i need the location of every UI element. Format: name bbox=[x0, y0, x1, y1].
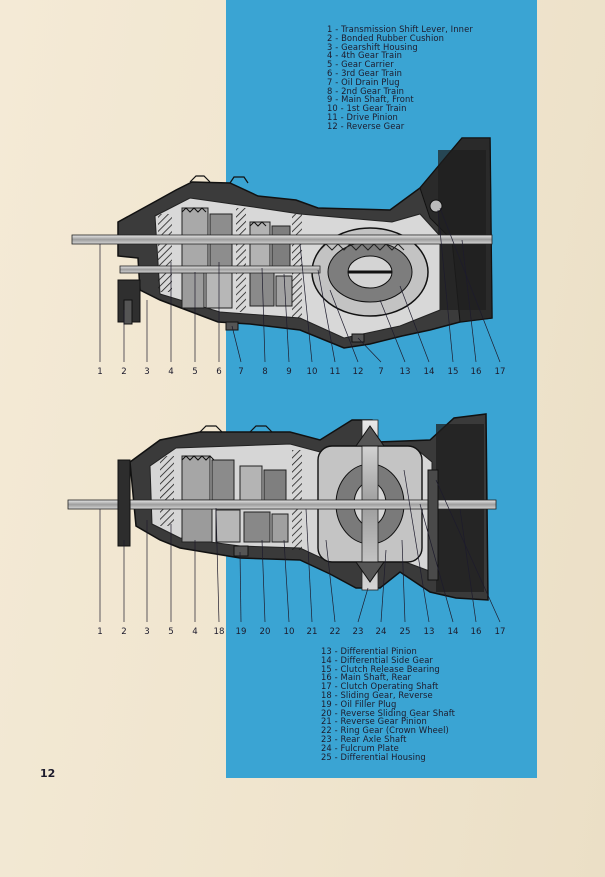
callout-number: 10 bbox=[306, 367, 318, 377]
legend-item: 5 - Gear Carrier bbox=[327, 59, 394, 70]
callout-number: 5 bbox=[168, 627, 174, 637]
callout-number: 13 bbox=[399, 367, 411, 377]
legend-item: 6 - 3rd Gear Train bbox=[327, 67, 403, 78]
callout-number: 8 bbox=[262, 367, 268, 377]
legend-item: 11 - Drive Pinion bbox=[327, 111, 398, 122]
bottom-gear-stacks bbox=[181, 455, 289, 543]
callout-number: 6 bbox=[216, 367, 222, 377]
top-pinion-shaft bbox=[119, 265, 321, 274]
callout-number: 14 bbox=[447, 627, 459, 637]
legend-item: 19 - Oil Filler Plug bbox=[321, 698, 397, 709]
legend-top: 1 - Transmission Shift Lever, Inner 2 - … bbox=[327, 25, 473, 131]
legend-item: 23 - Rear Axle Shaft bbox=[321, 733, 407, 744]
legend-item: 18 - Sliding Gear, Reverse bbox=[321, 689, 433, 700]
callout-number: 20 bbox=[259, 627, 271, 637]
legend-item: 22 - Ring Gear (Crown Wheel) bbox=[321, 725, 449, 736]
legend-item: 1 - Transmission Shift Lever, Inner bbox=[327, 24, 473, 34]
legend-item: 20 - Reverse Sliding Gear Shaft bbox=[321, 707, 456, 718]
callout-number: 23 bbox=[352, 627, 364, 637]
callout-numbers-top: 1 2 3 4 5 6 7 8 9 10 11 12 7 13 14 15 16… bbox=[0, 367, 605, 381]
callout-number: 17 bbox=[494, 367, 506, 377]
legend-item: 3 - Gearshift Housing bbox=[327, 41, 418, 52]
bottom-wall-hatch bbox=[160, 456, 174, 526]
callout-number: 4 bbox=[192, 627, 198, 637]
callout-number: 7 bbox=[238, 367, 244, 377]
callout-number: 17 bbox=[494, 627, 506, 637]
callout-number: 2 bbox=[121, 367, 127, 377]
top-section-view bbox=[71, 137, 501, 363]
callout-number: 14 bbox=[423, 367, 435, 377]
page-number: 12 bbox=[40, 767, 56, 780]
legend-item: 8 - 2nd Gear Train bbox=[327, 85, 405, 96]
legend-item: 24 - Fulcrum Plate bbox=[321, 742, 399, 753]
bottom-main-shaft bbox=[67, 499, 497, 510]
callout-number: 5 bbox=[192, 367, 198, 377]
legend-item: 21 - Reverse Gear Pinion bbox=[321, 716, 427, 727]
legend-item: 17 - Clutch Operating Shaft bbox=[321, 681, 439, 692]
top-shift-lever bbox=[123, 299, 133, 325]
legend-item: 25 - Differential Housing bbox=[321, 751, 426, 762]
legend-item: 15 - Clutch Release Bearing bbox=[321, 663, 440, 674]
bottom-section-view bbox=[67, 413, 501, 623]
callout-number: 9 bbox=[286, 367, 292, 377]
callout-number: 7 bbox=[378, 367, 384, 377]
legend-bottom: 13 - Differential Pinion 14 - Differenti… bbox=[321, 647, 455, 761]
callout-number: 12 bbox=[352, 367, 364, 377]
top-wall-hatch bbox=[158, 214, 172, 292]
callout-number: 21 bbox=[306, 627, 318, 637]
callout-number: 24 bbox=[375, 627, 387, 637]
legend-item: 10 - 1st Gear Train bbox=[327, 103, 407, 114]
legend-item: 9 - Main Shaft, Front bbox=[327, 94, 414, 105]
callout-number: 1 bbox=[97, 627, 103, 637]
top-main-shaft bbox=[71, 234, 493, 245]
callout-numbers-bottom: 1 2 3 5 4 18 19 20 10 21 22 23 24 25 13 … bbox=[0, 627, 605, 641]
blue-band bbox=[226, 0, 537, 778]
callout-number: 22 bbox=[329, 627, 341, 637]
callout-number: 13 bbox=[423, 627, 435, 637]
top-differential bbox=[311, 227, 429, 317]
bottom-clutch-shaft bbox=[427, 469, 439, 581]
callout-number: 11 bbox=[329, 367, 341, 377]
callout-number: 3 bbox=[144, 627, 150, 637]
legend-item: 2 - Bonded Rubber Cushion bbox=[327, 32, 445, 43]
callout-number: 15 bbox=[447, 367, 459, 377]
legend-item: 4 - 4th Gear Train bbox=[327, 50, 403, 61]
top-leader-lines bbox=[99, 207, 501, 363]
callout-number: 1 bbox=[97, 367, 103, 377]
bottom-shift-housing bbox=[117, 459, 131, 547]
legend-item: 14 - Differential Side Gear bbox=[321, 654, 433, 665]
callout-number: 16 bbox=[470, 367, 482, 377]
top-housing-ribs bbox=[189, 175, 249, 184]
callout-number: 3 bbox=[144, 367, 150, 377]
legend-item: 13 - Differential Pinion bbox=[321, 646, 417, 656]
legend-item: 12 - Reverse Gear bbox=[327, 120, 405, 131]
callout-number: 18 bbox=[213, 627, 225, 637]
bottom-leader-lines bbox=[99, 469, 501, 623]
top-bell-interior bbox=[438, 150, 486, 310]
bottom-filler-plug bbox=[233, 545, 249, 557]
callout-number: 25 bbox=[399, 627, 411, 637]
callout-number: 4 bbox=[168, 367, 174, 377]
callout-number: 2 bbox=[121, 627, 127, 637]
top-release-bearing bbox=[429, 199, 443, 213]
bottom-housing-ribs bbox=[199, 425, 273, 433]
legend-item: 7 - Oil Drain Plug bbox=[327, 76, 400, 87]
legend-item: 16 - Main Shaft, Rear bbox=[321, 672, 412, 683]
callout-number: 10 bbox=[283, 627, 295, 637]
top-wall-hatch bbox=[236, 208, 246, 312]
callout-number: 19 bbox=[235, 627, 247, 637]
callout-number: 16 bbox=[470, 627, 482, 637]
